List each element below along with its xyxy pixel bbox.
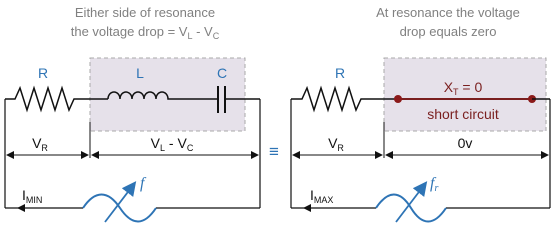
zero-voltage-label: 0v <box>458 135 473 151</box>
right-variable-arrow <box>395 181 428 223</box>
right-vr-label: VR <box>328 135 344 153</box>
short-node-left <box>394 95 402 103</box>
variable-arrow <box>104 181 137 223</box>
inductor-symbol <box>107 91 218 100</box>
xt-label: XT = 0 <box>444 79 483 97</box>
resonance-diagram: Either side of resonance the voltage dro… <box>4 5 551 223</box>
inductor-label: L <box>136 65 144 81</box>
right-resistor-label: R <box>335 65 345 81</box>
current-min-label: IMIN <box>22 187 42 205</box>
resistor-label: R <box>38 65 48 81</box>
short-dashed-box <box>383 57 547 132</box>
left-caption-line2: the voltage drop = VL - VC <box>71 24 220 41</box>
frequency-label: f <box>140 175 147 192</box>
ac-source-wave <box>82 193 157 223</box>
capacitor-label: C <box>217 65 227 81</box>
short-circuit-label: short circuit <box>427 106 499 122</box>
resistor-symbol <box>5 85 108 113</box>
vlc-label: VL - VC <box>151 135 194 153</box>
left-caption-line1: Either side of resonance <box>75 5 215 20</box>
left-circuit: Either side of resonance the voltage dro… <box>4 5 261 223</box>
current-max-label: IMAX <box>310 187 333 205</box>
equivalence-symbol: ≡ <box>269 142 279 161</box>
right-ac-source-wave <box>375 193 447 223</box>
right-caption-line1: At resonance the voltage <box>376 5 520 20</box>
vr-label: VR <box>32 135 48 153</box>
right-caption-line2: drop equals zero <box>400 24 497 39</box>
right-circuit: At resonance the voltage drop equals zer… <box>290 5 551 223</box>
resonant-frequency-label: fr <box>430 175 438 194</box>
right-resistor-symbol <box>291 85 398 113</box>
